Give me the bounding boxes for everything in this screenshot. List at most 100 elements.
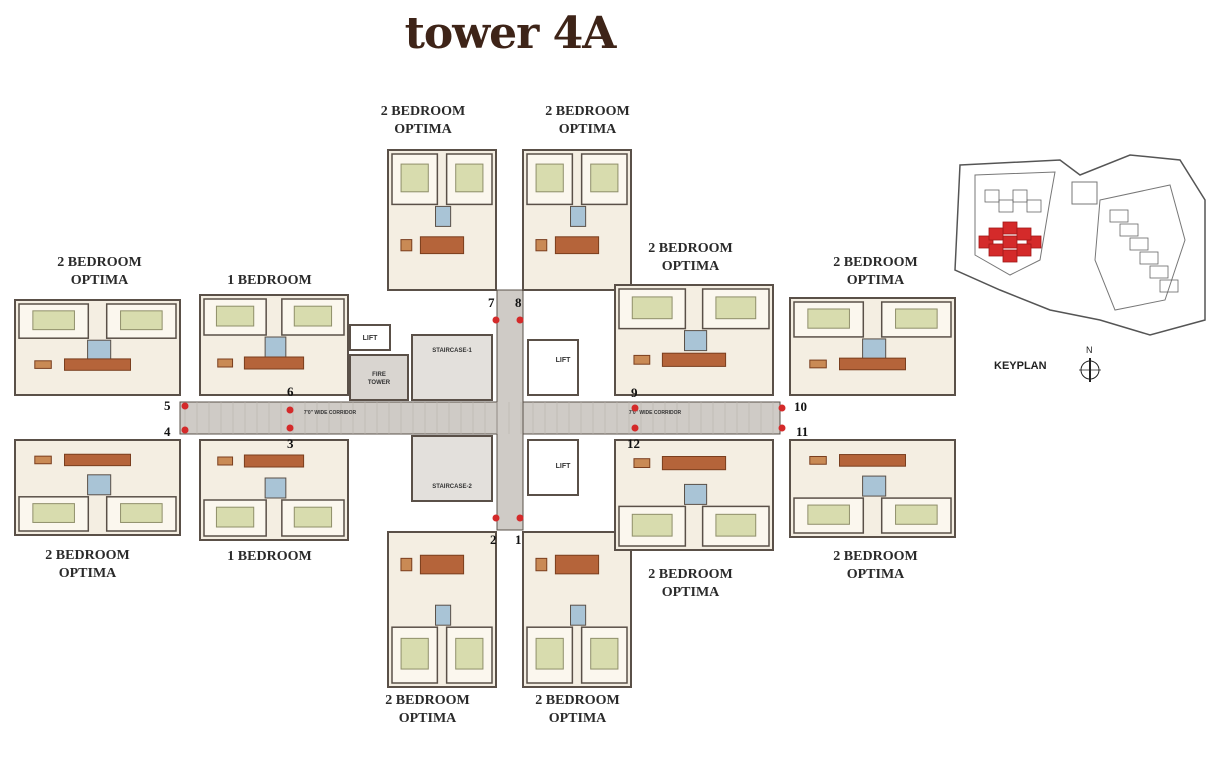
unit-label-one-bedroom-lower: 1 BEDROOM [227,549,312,564]
keyplan-tower-outline [1139,251,1159,265]
entrance-marker [286,424,294,432]
apt-12-bed-1 [715,513,757,537]
apt-7-dining [419,236,465,255]
entrance-marker [631,424,639,432]
entrance-marker [492,316,500,324]
keyplan-tower-4a-highlight [1002,249,1018,263]
apt-10-bedroom-2 [793,301,865,338]
keyplan-tower-outline [1119,223,1139,237]
apt-3-bed-1 [215,506,255,528]
apt-1-sofa [535,557,548,572]
lift-right-lower [527,439,579,496]
apt-8-bath [570,205,587,227]
vertical-corridor [496,289,524,531]
apt-7-bed-2 [455,163,484,193]
corridor-label-right: 7'0" WIDE CORRIDOR [629,410,682,416]
apt-11-bath [862,475,887,497]
apt-6-bed-2 [293,305,333,327]
apt-7-sofa [400,239,413,252]
fire-tower [349,354,409,401]
flat-number-4: 4 [164,424,171,439]
apt-2-dining [419,554,465,575]
apt-3-bed-2 [293,506,333,528]
apt-4-bed-2 [120,503,163,523]
apt-1-bed-2 [535,637,564,670]
keyplan-tower-4a-highlight [1016,243,1032,257]
keyplan-tower-4a-highlight [1016,227,1032,241]
lift-right-upper-label: LIFT [556,357,571,364]
keyplan-tower-outline [1129,237,1149,251]
flat-number-3: 3 [287,436,294,451]
apt-2-bed-2 [455,637,484,670]
flat-number-12: 12 [627,436,640,451]
lift-left [349,324,391,351]
staircase-1-label: STAIRCASE-1 [432,348,472,354]
apt-10-sofa [809,359,827,369]
keyplan-parcel-right [1094,184,1186,311]
apt-12-sofa [633,458,651,469]
keyplan-tower-outline [1149,265,1169,279]
entrance-marker [631,404,639,412]
keyplan-tower-outline [984,189,1000,203]
apt-10-bed-2 [807,308,850,329]
apt-6-sofa [217,358,234,368]
north-label: N [1086,345,1093,355]
keyplan-tower-4a-highlight [1002,221,1018,235]
apt-10-bed-1 [895,308,938,329]
lift-left-label: LIFT [363,335,378,342]
page-title: tower 4A [404,8,617,59]
apt-11-bed-1 [895,504,938,525]
apt-2-bed-1 [400,637,429,670]
apt-9-bath [684,330,708,352]
apt-4-bed-1 [32,503,75,523]
entrance-marker [492,514,500,522]
flat-number-9: 9 [631,385,638,400]
apt-1-dining [554,554,600,575]
apt-2-sofa [400,557,413,572]
apt-9-bed-2 [631,296,673,320]
flat-number-11: 11 [796,424,809,439]
apt-12-bed-2 [631,513,673,537]
apt-9-sofa [633,354,651,365]
lift-right-lower-label: LIFT [556,463,571,470]
apt-7-bath [435,205,452,227]
entrance-marker [778,404,786,412]
apt-11-sofa [809,455,827,465]
flat-number-2: 2 [490,532,497,547]
apt-1-bath [570,604,587,626]
apt-9-bed-1 [715,296,757,320]
entrance-marker [181,426,189,434]
flat-number-5: 5 [164,398,171,413]
apt-12-bath [684,483,708,505]
unit-label-one-bedroom-upper: 1 BEDROOM [227,273,312,288]
entrance-marker [181,402,189,410]
apt-11-dining [839,454,906,467]
main-corridor [179,401,781,435]
apt-6-dining [243,356,305,370]
flat-number-7: 7 [488,295,495,310]
apt-7-bed-1 [400,163,429,193]
apt-8-sofa [535,239,548,252]
staircase-2 [411,435,493,502]
apt-4-sofa [34,455,52,465]
keyplan-block [1071,181,1098,205]
apt-5-bed-2 [120,310,163,331]
keyplan-tower-outline [1012,189,1028,203]
apt-5-dining [64,358,131,371]
apt-3-sofa [217,456,234,466]
apt-10-bath [862,338,887,360]
apt-8-bed-1 [590,163,619,193]
entrance-marker [516,316,524,324]
apt-1-bed-1 [590,637,619,670]
staircase-1 [411,334,493,401]
apt-5-sofa [34,360,52,369]
